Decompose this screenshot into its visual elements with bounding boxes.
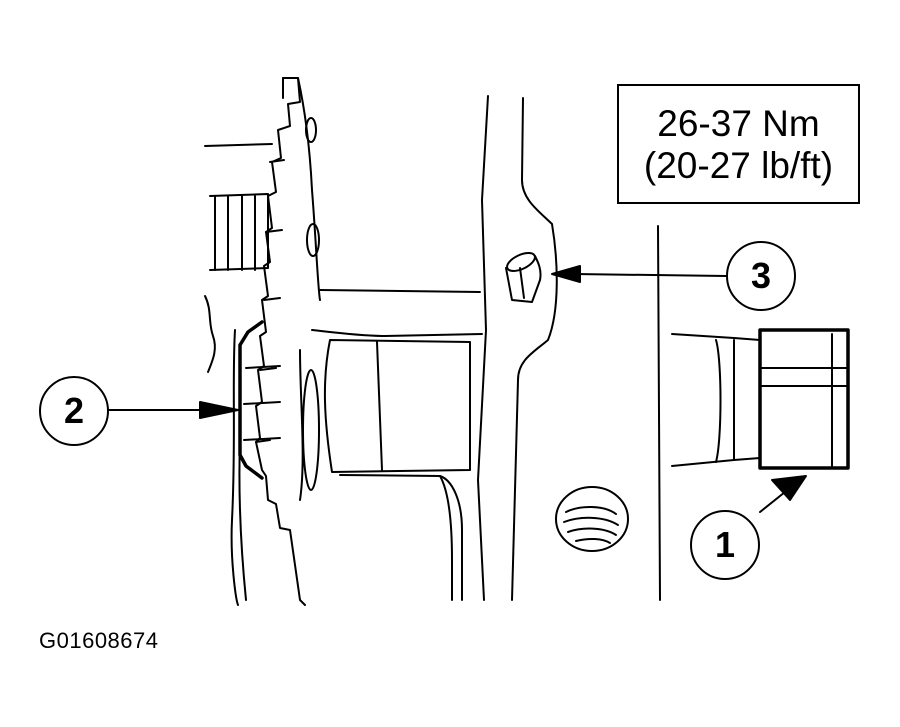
torque-spec-box: 26-37 Nm (20-27 lb/ft) xyxy=(617,84,860,204)
sprocket xyxy=(255,77,321,606)
callout-1: 1 xyxy=(690,510,760,580)
main-housing xyxy=(311,289,483,601)
engine-block-plate xyxy=(477,95,661,601)
callout-2: 2 xyxy=(39,376,109,446)
callout-3: 3 xyxy=(726,241,796,311)
figure-id: G01608674 xyxy=(39,628,159,653)
left-shaft xyxy=(209,193,269,271)
torque-nm-label: 26-37 Nm xyxy=(657,103,820,144)
leader-arrows xyxy=(107,265,807,513)
seal-gasket xyxy=(238,320,281,480)
bolt xyxy=(671,328,850,470)
torque-lbft-label: (20-27 lb/ft) xyxy=(643,145,834,186)
threaded-hole xyxy=(555,486,629,552)
dowel-pin xyxy=(505,252,542,303)
background-linework xyxy=(204,143,273,606)
